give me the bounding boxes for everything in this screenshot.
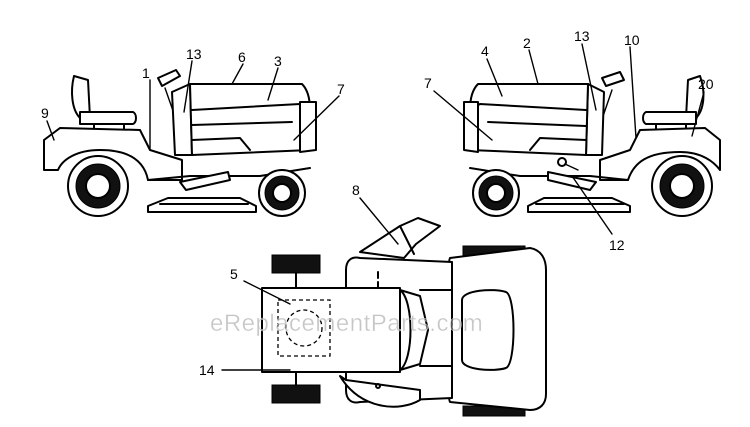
callout-8: 8 [352, 182, 360, 198]
front-tire-top-upper [271, 254, 321, 274]
front-tire-top-lower [271, 384, 321, 404]
pedal-right [547, 171, 597, 191]
callout-1: 1 [142, 65, 150, 81]
hood-right [469, 83, 589, 156]
grille-right [463, 101, 479, 153]
callout-7-left: 7 [337, 81, 345, 97]
callout-6: 6 [238, 49, 246, 65]
hood-left [189, 83, 311, 156]
callout-13-left: 13 [186, 46, 202, 62]
decal-location-5-dashed [277, 299, 331, 357]
callout-7-right: 7 [424, 75, 432, 91]
top-view-tractor [261, 217, 547, 417]
seat-pan-top-view [461, 289, 515, 371]
lift-lever-knob [557, 157, 567, 167]
seat-base-left [79, 111, 137, 125]
seat-top-view [359, 217, 441, 259]
callout-4: 4 [481, 43, 489, 59]
callout-14: 14 [199, 362, 215, 378]
left-side-view-tractor [43, 69, 317, 217]
steering-wheel-right [601, 71, 625, 87]
callout-5: 5 [230, 266, 238, 282]
callout-9: 9 [41, 105, 49, 121]
callout-3: 3 [274, 53, 282, 69]
callout-2: 2 [523, 35, 531, 51]
steering-wheel-left [157, 69, 181, 87]
callout-20: 20 [698, 76, 714, 92]
rear-fender-right [599, 127, 721, 181]
leader-lines [46, 43, 705, 371]
callout-13-right: 13 [574, 28, 590, 44]
callout-10: 10 [624, 32, 640, 48]
callout-12: 12 [609, 237, 625, 253]
callout-numbers: 1 13 6 3 7 9 4 2 7 13 10 20 12 8 5 14 [41, 28, 714, 378]
right-side-view-tractor [463, 71, 721, 217]
dash-panel-left [171, 83, 193, 156]
seat-base-right [642, 111, 697, 125]
pedal-left [179, 171, 231, 191]
